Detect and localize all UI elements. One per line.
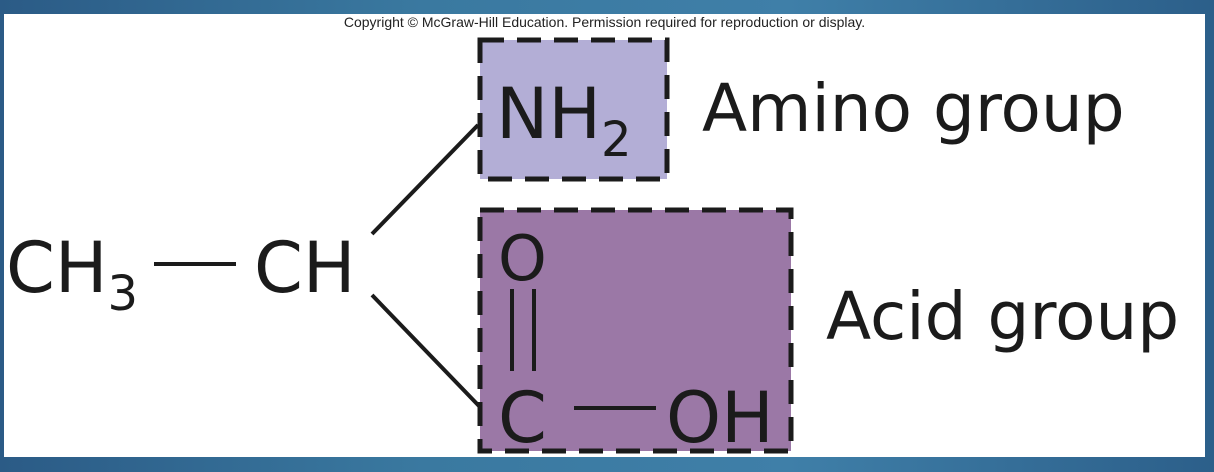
amine-subscript: 2 [601,112,632,168]
acid-group-label: Acid group [826,278,1179,355]
alpha-carbon: CH [254,227,356,309]
carboxyl-carbon: C [498,377,547,457]
slide: Copyright © McGraw-Hill Education. Permi… [4,14,1205,457]
amino-acid-diagram: CH3 CH NH2 O C OH Amino group Acid group [6,37,1179,457]
copyright-notice: Copyright © McGraw-Hill Education. Permi… [343,14,866,30]
bond-ch-nh2 [370,123,480,236]
acid-group-box [477,207,794,454]
amino-group-box [477,37,670,182]
amine-group: NH2 [496,73,632,168]
methyl-subscript: 3 [108,266,139,322]
carbonyl-oxygen: O [498,222,547,295]
hydroxyl-group: OH [666,377,774,457]
methyl-group: CH3 [6,227,138,322]
amino-group-label: Amino group [702,70,1125,147]
bond-ch-c [370,293,482,409]
